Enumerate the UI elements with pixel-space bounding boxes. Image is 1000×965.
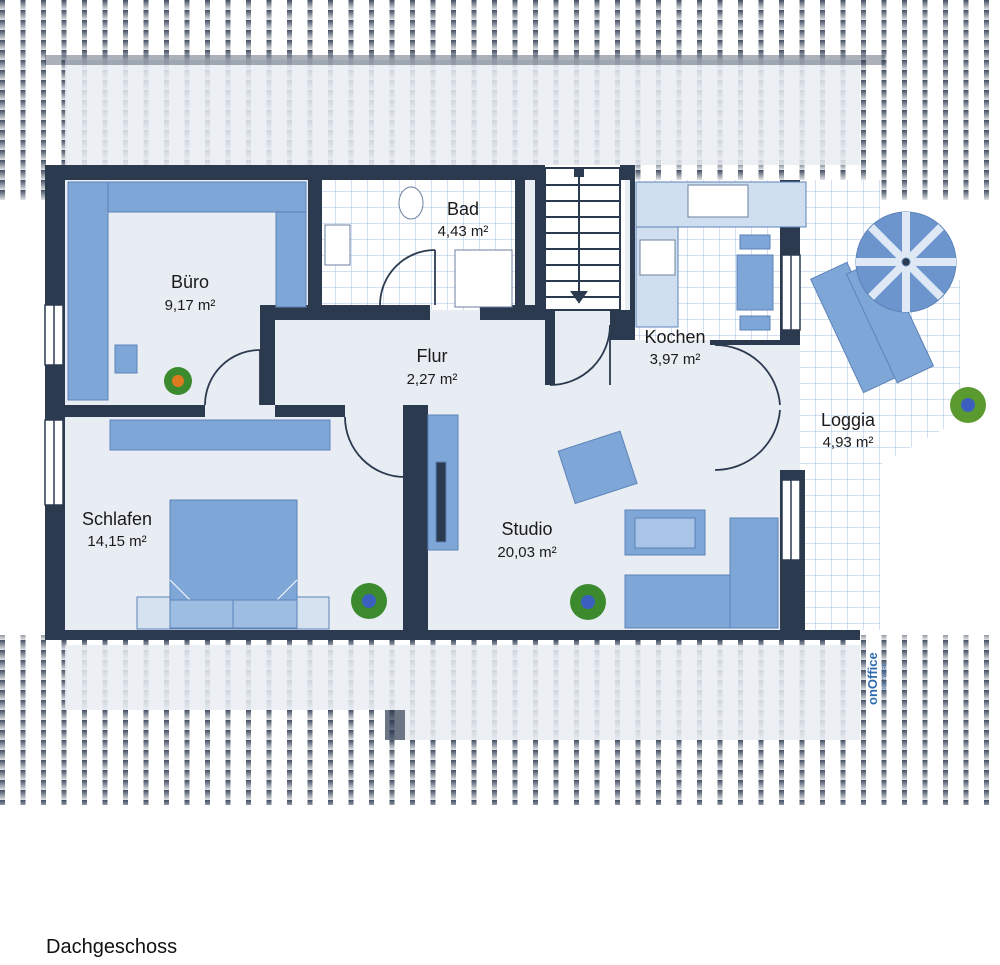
onoffice-logo: onOffice SOFTWARE — [865, 652, 888, 705]
room-name-schlafen: Schlafen — [82, 509, 152, 529]
room-area-bad: 4,43 m² — [438, 223, 489, 240]
room-name-buero: Büro — [171, 272, 209, 292]
logo-text: onOffice — [865, 652, 880, 705]
room-area-loggia: 4,93 m² — [823, 434, 874, 451]
doors — [204, 249, 781, 478]
furniture — [67, 181, 957, 630]
room-name-bad: Bad — [447, 199, 479, 219]
room-name-loggia: Loggia — [821, 410, 876, 430]
room-name-kochen: Kochen — [644, 327, 705, 347]
floor-caption: Dachgeschoss — [46, 936, 178, 958]
logo-subtext: SOFTWARE — [882, 662, 888, 691]
room-labels: Büro 9,17 m² Bad 4,43 m² Flur 2,27 m² Ko… — [82, 199, 876, 561]
room-area-buero: 9,17 m² — [165, 297, 216, 314]
room-area-studio: 20,03 m² — [497, 544, 556, 561]
plant-icons — [164, 367, 986, 620]
room-area-kochen: 3,97 m² — [650, 351, 701, 368]
room-name-studio: Studio — [501, 519, 552, 539]
room-name-flur: Flur — [417, 346, 448, 366]
windows — [44, 254, 801, 561]
room-area-schlafen: 14,15 m² — [87, 533, 146, 550]
room-area-flur: 2,27 m² — [407, 371, 458, 388]
roof-bottom — [0, 635, 1000, 805]
staircase — [544, 167, 621, 311]
